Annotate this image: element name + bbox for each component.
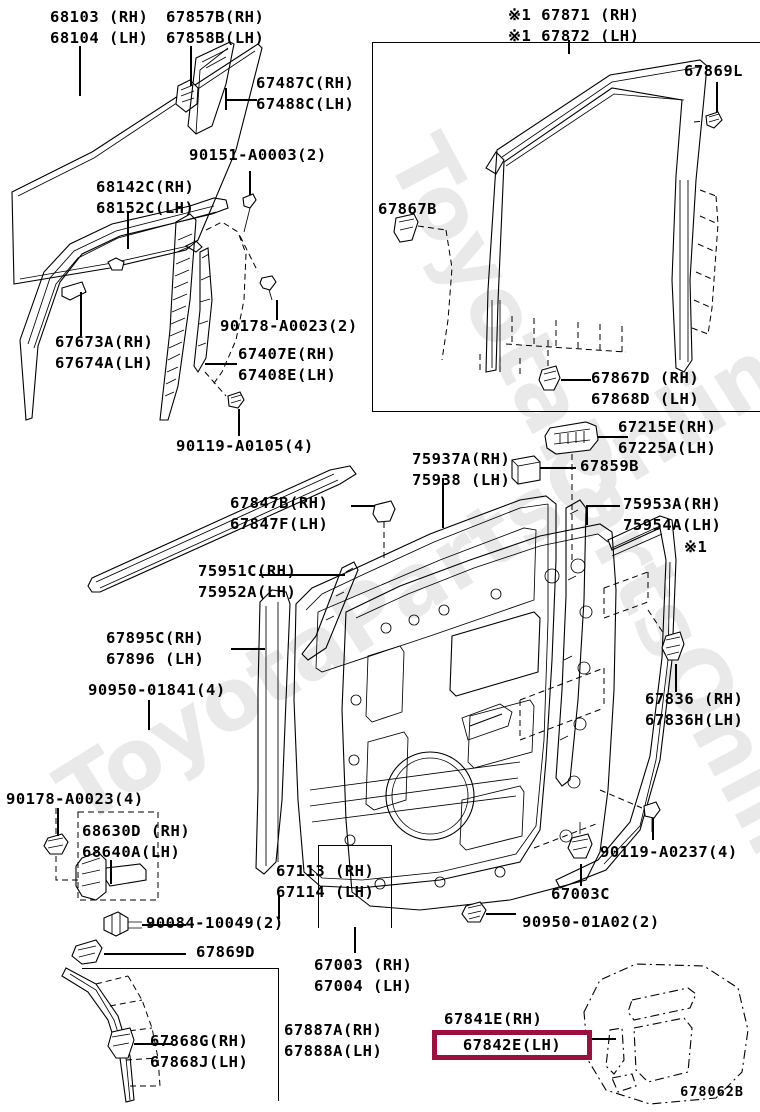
leader (486, 913, 516, 915)
label-67858B: 67858B(LH) (166, 29, 265, 47)
label-67887A: 67887A(RH) (284, 1021, 383, 1039)
leader (104, 953, 186, 955)
leader (586, 505, 620, 507)
label-67868G: 67868G(RH) (150, 1032, 249, 1050)
leader (278, 895, 280, 919)
leader (225, 99, 257, 101)
leader (225, 88, 227, 110)
label-67487C: 67487C(RH) (256, 74, 355, 92)
leader (586, 505, 588, 525)
label-67857B: 67857B(RH) (166, 8, 265, 26)
leader (80, 292, 82, 336)
label-67113: 67113 (RH) (276, 862, 375, 880)
label-90151-A0003: 90151-A0003(2) (189, 146, 327, 164)
leader (142, 924, 186, 926)
label-90119-A0105: 90119-A0105(4) (176, 437, 314, 455)
leader (598, 436, 628, 438)
label-68630D: 68630D (RH) (82, 822, 191, 840)
label-67004: 67004 (LH) (314, 977, 413, 995)
label-75954A: 75954A(LH) (623, 516, 722, 534)
label-75937A: 75937A(RH) (412, 450, 511, 468)
label-68142C: 68142C(RH) (96, 178, 195, 196)
label-67872: ※1 67872 (LH) (508, 27, 640, 45)
leader (354, 927, 356, 953)
leader (568, 40, 570, 54)
label-90119-A0237: 90119-A0237(4) (600, 843, 738, 861)
label-75953A: 75953A(RH) (623, 495, 722, 513)
label-67673A: 67673A(RH) (55, 333, 154, 351)
leader (249, 171, 251, 195)
label-68104: 68104 (LH) (50, 29, 149, 47)
label-67488C: 67488C(LH) (256, 95, 355, 113)
label-68152C: 68152C(LH) (96, 199, 195, 217)
label-67842E: 67842E(LH) (462, 1035, 562, 1054)
leader (540, 467, 576, 469)
leader (652, 818, 654, 840)
leader (276, 300, 278, 320)
label-68103: 68103 (RH) (50, 8, 149, 26)
leader (148, 700, 150, 730)
label-67225A: 67225A(LH) (618, 439, 717, 457)
label-67003C: 67003C (551, 885, 610, 903)
trim-group-box (82, 968, 279, 1101)
diagram-sheet-code: 678062B (680, 1084, 744, 1100)
leader (79, 46, 81, 96)
label-75952A: 75952A(LH) (198, 583, 297, 601)
label-67895C: 67895C(RH) (106, 629, 205, 647)
label-67003: 67003 (RH) (314, 956, 413, 974)
weatherstrip-group-box (372, 42, 760, 412)
label-68640A: 68640A(LH) (82, 843, 181, 861)
leader (238, 409, 240, 436)
label-67836H: 67836H(LH) (645, 711, 744, 729)
label-67836: 67836 (RH) (645, 690, 744, 708)
label-67674A: 67674A(LH) (55, 354, 154, 372)
label-67847B: 67847B(RH) (230, 494, 329, 512)
leader (205, 363, 237, 365)
leader (675, 664, 677, 692)
label-90178-A0023-4: 90178-A0023(4) (6, 790, 144, 808)
leader (57, 808, 59, 836)
label-67859B: 67859B (580, 457, 639, 475)
highlighted-part-67842E[interactable]: 67842E(LH) (432, 1030, 592, 1060)
label-67868J: 67868J(LH) (150, 1053, 249, 1071)
leader (231, 648, 265, 650)
leader (580, 864, 582, 886)
label-67869D: 67869D (196, 943, 255, 961)
leader (190, 46, 192, 86)
label-star1-marker: ※1 (684, 538, 708, 556)
label-67871: ※1 67871 (RH) (508, 6, 640, 24)
label-67215E: 67215E(RH) (618, 418, 717, 436)
leader (561, 379, 591, 381)
label-90178-A0023-2: 90178-A0023(2) (220, 317, 358, 335)
label-75951C: 75951C(RH) (198, 562, 297, 580)
label-67407E: 67407E(RH) (238, 345, 337, 363)
label-90950-01841: 90950-01841(4) (88, 681, 226, 699)
label-67847F: 67847F(LH) (230, 515, 329, 533)
label-75938: 75938 (LH) (412, 471, 511, 489)
label-67114: 67114 (LH) (276, 883, 375, 901)
leader (351, 505, 375, 507)
label-90950-01A02: 90950-01A02(2) (522, 913, 660, 931)
label-67867B: 67867B (378, 200, 437, 218)
label-90084-10049: 90084-10049(2) (146, 914, 284, 932)
label-67888A: 67888A(LH) (284, 1042, 383, 1060)
label-67841E: 67841E(RH) (444, 1010, 543, 1028)
label-67869L: 67869L (684, 62, 743, 80)
label-67867D: 67867D (RH) (591, 369, 700, 387)
label-67896: 67896 (LH) (106, 650, 205, 668)
leader (110, 860, 112, 884)
label-67408E: 67408E(LH) (238, 366, 337, 384)
leader (716, 82, 718, 112)
label-67868D: 67868D (LH) (591, 390, 700, 408)
